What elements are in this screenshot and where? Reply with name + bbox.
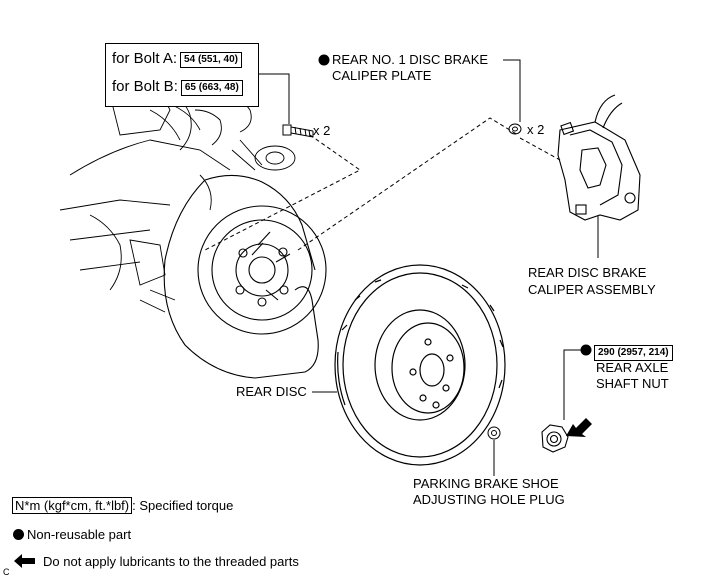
bolt-b-row: for Bolt B:65 (663, 48) xyxy=(112,78,243,96)
bolt-a-label: for Bolt A: xyxy=(112,50,178,67)
legend-no-lubricant-text: Do not apply lubricants to the threaded … xyxy=(43,554,299,569)
caliper-label-line2: CALIPER ASSEMBLY xyxy=(528,282,656,297)
caliper-plate xyxy=(508,123,522,135)
legend-non-reusable: Non-reusable part xyxy=(13,527,131,543)
disc-label: REAR DISC xyxy=(236,384,307,399)
bolt-b-label: for Bolt B: xyxy=(112,78,178,95)
nut-torque-box: 290 (2957, 214) xyxy=(594,342,673,361)
bolt-b-torque: 65 (663, 48) xyxy=(180,80,243,96)
caliper-label-line1: REAR DISC BRAKE xyxy=(528,265,647,280)
nut-label-line2: SHAFT NUT xyxy=(596,376,669,391)
legend-non-reusable-text: Non-reusable part xyxy=(27,527,132,542)
legend-arrow-icon xyxy=(14,554,35,568)
plate-nonreusable-dot xyxy=(318,54,330,66)
plate-label-line2: CALIPER PLATE xyxy=(332,68,432,83)
plug-label-line1: PARKING BRAKE SHOE xyxy=(413,476,559,491)
legend-torque-desc: : Specified torque xyxy=(132,498,234,513)
suspension-assembly xyxy=(59,79,296,313)
plug-label-line2: ADJUSTING HOLE PLUG xyxy=(413,492,565,507)
nut-label-line1: REAR AXLE xyxy=(596,360,669,375)
legend-torque-unit: N*m (kgf*cm, ft.*lbf) xyxy=(12,497,133,514)
corner-code: C xyxy=(3,567,10,577)
legend-torque: N*m (kgf*cm, ft.*lbf): Specified torque xyxy=(12,497,233,514)
plate-label-line1: REAR NO. 1 DISC BRAKE xyxy=(332,52,489,67)
non-reusable-dot-icon xyxy=(13,529,24,540)
bolt-qty-label: x 2 xyxy=(313,123,331,138)
caliper-assembly xyxy=(557,94,641,221)
dust-shield xyxy=(163,174,327,379)
bolt-torque-box: for Bolt A:54 (551, 40) for Bolt B:65 (6… xyxy=(105,43,259,107)
plate-qty-label: x 2 xyxy=(527,122,545,137)
no-lubricant-arrow xyxy=(566,418,592,437)
caliper-bolt xyxy=(282,124,314,138)
hole-plug xyxy=(487,426,501,440)
nut-torque: 290 (2957, 214) xyxy=(594,345,673,361)
axle-nut xyxy=(541,424,569,453)
bolt-a-torque: 54 (551, 40) xyxy=(180,52,242,68)
bolt-a-row: for Bolt A:54 (551, 40) xyxy=(112,50,242,68)
nut-nonreusable-dot xyxy=(580,344,592,356)
rear-disc xyxy=(334,264,506,466)
